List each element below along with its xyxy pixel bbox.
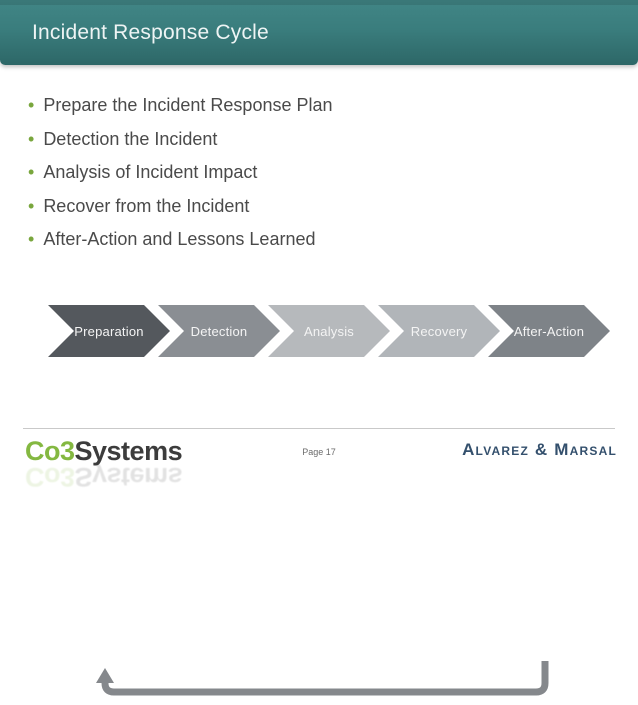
chevron-step-after-action: After-Action (488, 305, 610, 357)
chevron-step-analysis: Analysis (268, 305, 390, 357)
chevron-step-detection: Detection (158, 305, 280, 357)
chevron-step-label: Detection (190, 323, 248, 339)
bullet-item: Prepare the Incident Response Plan (28, 89, 332, 123)
bullet-list: Prepare the Incident Response Plan Detec… (28, 89, 333, 257)
bullet-item: Detection the Incident (28, 123, 333, 157)
chevron-step-recovery: Recovery (378, 305, 500, 357)
bullet-item: Analysis of Incident Impact (28, 156, 333, 190)
logo-reflection: Co3Systems (25, 462, 183, 492)
process-flow-diagram: Preparation Detection Analysis Recovery … (0, 305, 638, 696)
feedback-loop-arrow-icon (96, 661, 549, 696)
chevron-step-preparation: Preparation (48, 305, 170, 357)
chevron-step-label: Analysis (303, 323, 354, 339)
chevron-step-label: After-Action (513, 323, 585, 339)
slide-header: Incident Response Cycle (0, 0, 638, 65)
alvarez-marsal-logo: Alvarez & Marsal (462, 440, 617, 459)
logo-co3-text: Co3 (25, 436, 75, 466)
page-number: Page 17 (302, 447, 336, 457)
co3systems-logo: Co3Systems Co3Systems (25, 436, 183, 492)
bullet-item: Recover from the Incident (28, 190, 333, 224)
chevron-step-label: Recovery (410, 323, 468, 339)
slide-title: Incident Response Cycle (32, 21, 269, 44)
footer-divider (23, 428, 615, 429)
chevron-step-label: Preparation (74, 323, 144, 339)
logo-systems-text: Systems (74, 436, 183, 466)
bullet-item: After-Action and Lessons Learned (28, 223, 333, 257)
